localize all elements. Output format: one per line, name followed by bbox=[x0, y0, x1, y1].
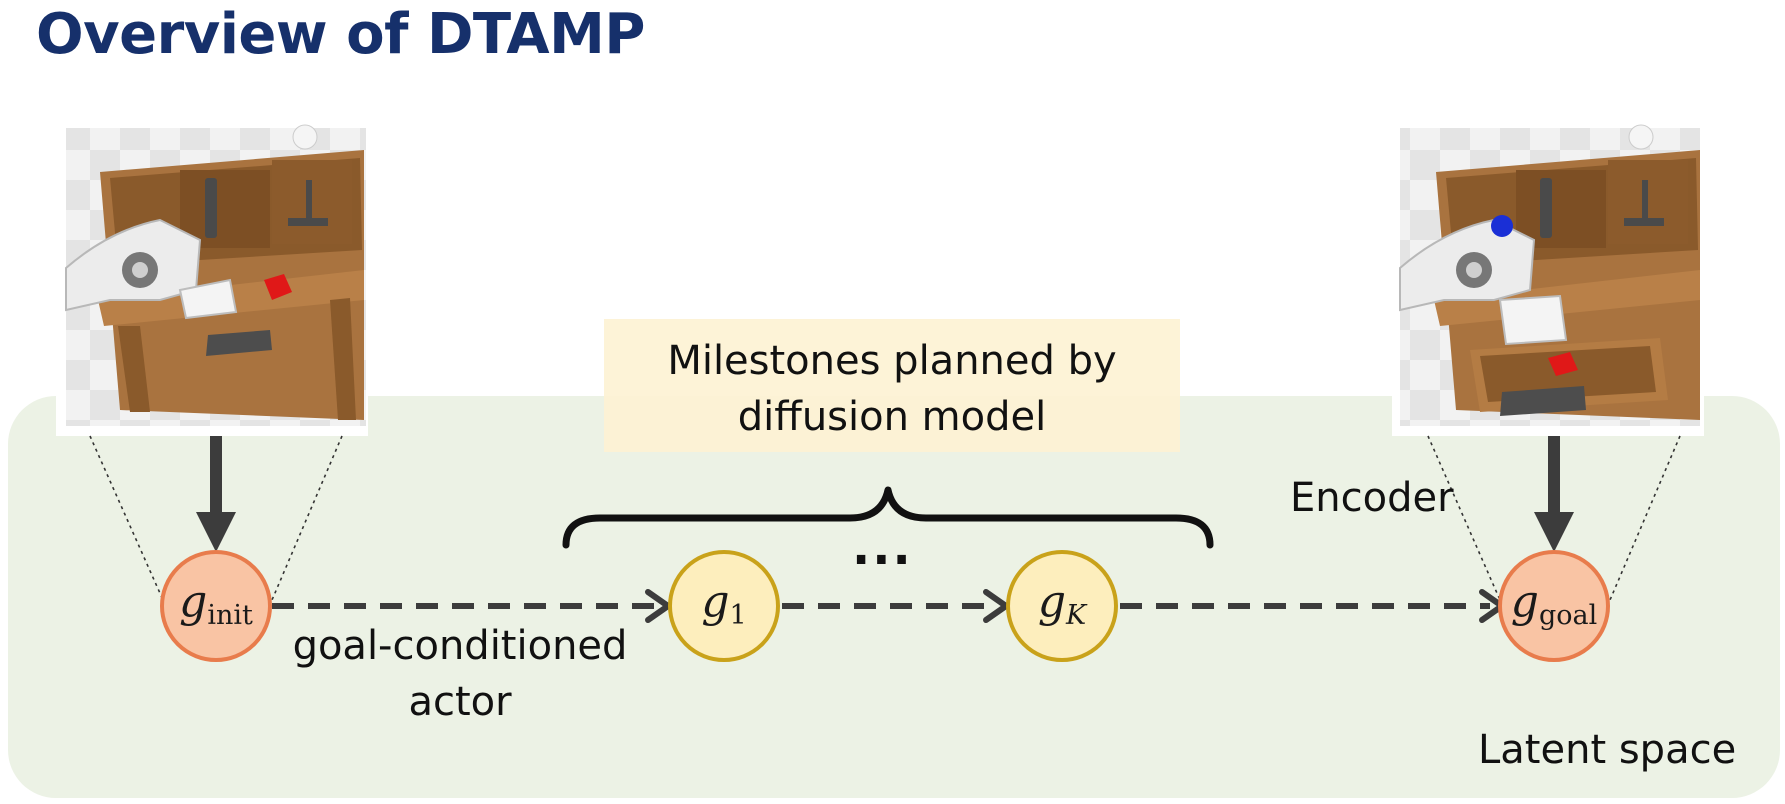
node-label-g1: g1 bbox=[670, 576, 778, 631]
blue-cube-icon bbox=[1491, 215, 1513, 237]
actor-label-line1: goal-conditioned bbox=[292, 623, 628, 669]
node-symbol: g bbox=[179, 576, 208, 627]
node-subscript: init bbox=[207, 600, 253, 631]
node-subscript: K bbox=[1066, 600, 1087, 631]
milestone-label-line2: diffusion model bbox=[737, 394, 1047, 440]
node-symbol: g bbox=[701, 576, 730, 627]
latent-space-label: Latent space bbox=[1478, 727, 1737, 773]
node-g-K bbox=[1006, 550, 1118, 662]
node-symbol: g bbox=[1037, 576, 1066, 627]
node-symbol: g bbox=[1510, 576, 1539, 627]
node-g-init bbox=[160, 550, 272, 662]
milestone-label-line1: Milestones planned by bbox=[667, 338, 1117, 384]
encoder-arrow-goal bbox=[1534, 436, 1574, 552]
node-g-goal bbox=[1498, 550, 1610, 662]
node-label-goal: ggoal bbox=[1496, 576, 1612, 631]
arrowhead-gK bbox=[983, 589, 1009, 623]
encoder-label: Encoder bbox=[1290, 475, 1454, 521]
milestone-box bbox=[604, 319, 1180, 452]
initial-observation-image bbox=[56, 124, 368, 436]
ellipsis: ··· bbox=[852, 532, 913, 588]
encoder-arrow-init bbox=[196, 436, 236, 552]
node-subscript: 1 bbox=[729, 600, 747, 631]
actor-label: goal-conditioned actor bbox=[280, 618, 640, 730]
node-label-init: ginit bbox=[162, 576, 270, 631]
encoder-projection-lines bbox=[89, 435, 1681, 601]
milestone-label: Milestones planned by diffusion model bbox=[604, 333, 1180, 445]
node-g-1 bbox=[668, 550, 780, 662]
node-subscript: goal bbox=[1538, 600, 1598, 631]
red-cube-icon bbox=[1548, 352, 1578, 376]
node-label-gK: gK bbox=[1008, 576, 1116, 631]
page-title: Overview of DTAMP bbox=[36, 2, 645, 67]
actor-label-line2: actor bbox=[408, 679, 512, 725]
red-cube-icon bbox=[264, 274, 292, 300]
milestone-brace bbox=[562, 486, 1214, 549]
goal-observation-image bbox=[1392, 124, 1704, 436]
